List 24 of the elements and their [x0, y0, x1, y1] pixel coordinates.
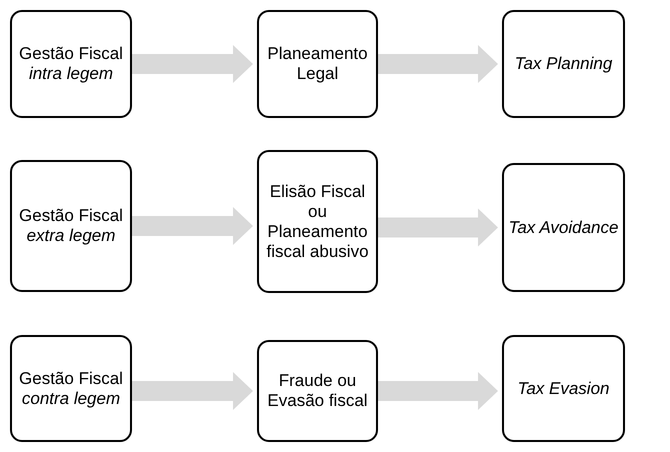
- box-text: Elisão Fiscal ou Planeamento fiscal abusivo: [265, 182, 370, 262]
- box-text: Tax Planning: [514, 54, 612, 74]
- process-box: [257, 340, 378, 442]
- process-box: [10, 160, 132, 292]
- process-box: [10, 10, 132, 118]
- process-box: [10, 335, 132, 442]
- box-text: Planeamento Legal: [266, 44, 369, 84]
- arrow: [132, 207, 253, 245]
- arrow: [132, 372, 253, 410]
- process-box: [502, 163, 625, 292]
- process-box: [257, 10, 378, 118]
- arrow: [132, 45, 253, 83]
- box-text: Gestão Fiscal intra legem: [18, 44, 124, 84]
- box-text: Gestão Fiscal extra legem: [18, 206, 124, 246]
- arrow: [378, 372, 498, 410]
- box-text: Tax Evasion: [518, 378, 610, 398]
- box-text: Gestão Fiscal contra legem: [18, 368, 124, 408]
- box-text: Tax Avoidance: [508, 218, 618, 238]
- arrow: [378, 208, 498, 246]
- arrow: [378, 45, 498, 83]
- process-box: [257, 150, 378, 293]
- box-text: Fraude ou Evasão fiscal: [266, 371, 369, 411]
- process-box: [502, 10, 625, 118]
- process-box: [502, 335, 625, 442]
